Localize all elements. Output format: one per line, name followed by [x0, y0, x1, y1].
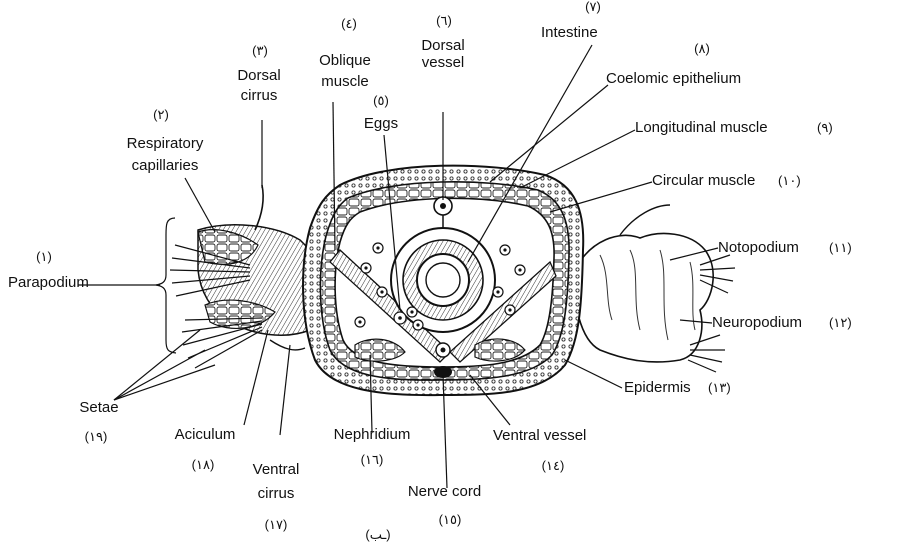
label-respiratory-1: Respiratory: [110, 135, 220, 152]
number-3: (٣): [246, 44, 274, 58]
number-15: (١٥): [430, 513, 470, 527]
label-aciculum: Aciculum: [160, 426, 250, 443]
label-eggs: Eggs: [355, 115, 407, 132]
number-4: (٤): [335, 17, 363, 31]
number-10: (١٠): [778, 174, 801, 188]
right-parapodium: [574, 205, 735, 372]
label-intestine: Intestine: [541, 24, 598, 41]
label-coelomic-epithelium: Coelomic epithelium: [606, 70, 741, 87]
number-8: (٨): [688, 42, 716, 56]
number-2: (٢): [147, 108, 175, 122]
label-dorsal-cirrus-1: Dorsal: [214, 67, 304, 84]
number-1: (١): [30, 250, 58, 264]
figure-tag: (ـب): [358, 528, 398, 542]
intestine-drawing: [391, 228, 495, 332]
label-oblique-muscle-1: Oblique: [300, 52, 390, 69]
number-17: (١٧): [256, 518, 296, 532]
number-16: (١٦): [352, 453, 392, 467]
label-ventral-cirrus-1: Ventral: [236, 461, 316, 478]
label-nerve-cord: Nerve cord: [387, 483, 502, 500]
label-nephridium: Nephridium: [309, 426, 435, 443]
label-epidermis: Epidermis: [624, 379, 691, 396]
label-dorsal-vessel-1: Dorsal: [405, 37, 481, 54]
number-12: (١٢): [829, 316, 852, 330]
label-oblique-muscle-2: muscle: [300, 73, 390, 90]
number-19: (١٩): [76, 430, 116, 444]
number-11: (١١): [829, 241, 852, 255]
number-7: (٧): [579, 0, 607, 14]
label-ventral-cirrus-2: cirrus: [236, 485, 316, 502]
number-9: (٩): [817, 121, 833, 135]
label-respiratory-2: capillaries: [110, 157, 220, 174]
label-neuropodium: Neuropodium: [712, 314, 802, 331]
number-14: (١٤): [533, 459, 573, 473]
number-18: (١٨): [183, 458, 223, 472]
label-parapodium: Parapodium: [8, 274, 89, 291]
label-ventral-vessel: Ventral vessel: [493, 427, 586, 444]
number-6: (٦): [430, 14, 458, 28]
number-13: (١٣): [708, 381, 731, 395]
label-circular-muscle: Circular muscle: [652, 172, 755, 189]
number-5: (٥): [367, 94, 395, 108]
label-longitudinal-muscle: Longitudinal muscle: [635, 119, 768, 136]
left-parapodium: [170, 185, 325, 368]
label-notopodium: Notopodium: [718, 239, 799, 256]
label-dorsal-cirrus-2: cirrus: [214, 87, 304, 104]
label-dorsal-vessel-2: vessel: [405, 54, 481, 71]
label-setae: Setae: [70, 399, 128, 416]
